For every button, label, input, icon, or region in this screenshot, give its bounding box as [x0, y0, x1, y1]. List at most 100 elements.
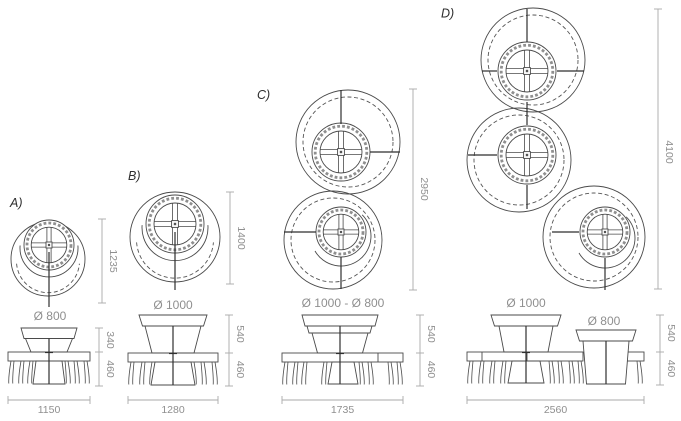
bench-outline-circle: [295, 89, 401, 195]
front-view-d: 540 460 2560: [466, 314, 677, 416]
bench-leg: [548, 360, 555, 384]
bench-outline-circle: [480, 7, 586, 113]
diameter-label: Ø 800: [34, 309, 67, 323]
overall-width-value: 1280: [161, 404, 185, 416]
small-pot-rim: [575, 329, 637, 342]
plan-length-value: 4100: [663, 140, 675, 164]
bench-leg: [282, 361, 289, 385]
variant-label: A): [9, 196, 23, 210]
variant-label: D): [441, 7, 454, 21]
bench-edge-dashed: [473, 114, 565, 206]
planter-top-view: [578, 205, 632, 259]
variant-a: A) 1235 Ø 800: [7, 196, 119, 416]
variant-label: B): [128, 169, 141, 183]
bench-height-value: 460: [104, 360, 116, 378]
plan-view-d: 4100 Ø 1000 Ø 800: [466, 7, 675, 328]
plan-view-c: 2950 Ø 1000 - Ø 800: [283, 88, 430, 310]
front-view-c: 540 460 1735: [281, 314, 437, 416]
bench-leg: [478, 360, 485, 384]
bench-outline-circle: [466, 107, 572, 213]
bench-leg: [27, 360, 34, 384]
pot-rim: [20, 327, 78, 339]
bench-height-value: 460: [425, 361, 437, 379]
pot-height-value: 540: [665, 324, 677, 342]
bench-leg: [387, 361, 394, 385]
bench-leg: [636, 360, 643, 384]
bench-leg: [139, 361, 146, 385]
plan-length-dimension: 1400: [226, 191, 247, 285]
variant-label: C): [257, 88, 270, 102]
height-dimension: 540 460: [656, 314, 677, 386]
bench-leg: [83, 360, 90, 384]
bench-leg: [8, 360, 15, 384]
plan-view-b: 1400 Ø 1000: [129, 191, 247, 312]
width-dimension: 1735: [281, 396, 404, 416]
bench-leg: [292, 361, 299, 385]
bench-leg: [367, 361, 374, 385]
plan-view-a: 1235 Ø 800: [10, 218, 119, 323]
diameter-label: Ø 1000: [153, 298, 193, 312]
bench-edge-dashed: [290, 197, 376, 283]
bench-edge-dashed-arc: [16, 263, 80, 294]
bench-height-value: 460: [234, 361, 246, 379]
bench-edge-dashed: [302, 96, 394, 188]
pot-rim: [301, 314, 379, 327]
bench-leg: [396, 361, 403, 385]
bench-leg: [211, 361, 218, 385]
bench-leg: [489, 360, 496, 384]
bench-leg: [467, 360, 474, 384]
overall-width-value: 1150: [38, 404, 61, 416]
plan-length-value: 1235: [107, 249, 119, 273]
planter-top-view: [310, 121, 372, 183]
bench-leg: [568, 360, 575, 384]
bench-leg: [73, 360, 80, 384]
overall-width-value: 2560: [544, 404, 568, 416]
bench-leg: [358, 361, 365, 385]
plan-length-value: 1400: [235, 226, 247, 250]
variant-c: C) 2950 Ø 1000 - Ø 800: [257, 88, 437, 416]
bench-edge-dashed: [487, 14, 579, 106]
width-dimension: 1150: [7, 396, 91, 416]
bench-height-value: 460: [665, 360, 677, 378]
bench-leg: [200, 361, 207, 385]
bench-leg: [18, 360, 25, 384]
bench-leg: [301, 361, 308, 385]
bench-leg: [557, 360, 564, 384]
seat-crescent-arc: [578, 216, 636, 269]
height-dimension: 540 460: [225, 314, 246, 387]
variant-d: D) 4100 Ø 100: [441, 7, 677, 417]
width-dimension: 2560: [466, 396, 645, 416]
bench-outline-circle: [542, 185, 646, 289]
height-dimension: 340 460: [95, 327, 116, 387]
planter-top-view: [496, 40, 558, 102]
seat-crescent-arc: [314, 214, 372, 267]
bench-leg: [500, 360, 507, 384]
pot-rim: [138, 314, 208, 327]
bench-leg: [321, 361, 328, 385]
overall-width-value: 1735: [331, 404, 355, 416]
pot-height-value: 540: [425, 325, 437, 343]
pot-rim: [490, 314, 562, 327]
planter-top-view: [314, 205, 368, 259]
bench-platform: [466, 351, 584, 362]
plan-length-value: 2950: [418, 177, 430, 201]
bench-edge-dashed: [549, 192, 639, 282]
pot-height-value: 540: [234, 325, 246, 343]
front-view-a: 340 460 1150: [7, 327, 116, 416]
bench-leg: [64, 360, 71, 384]
diameter-label: Ø 1000 - Ø 800: [302, 296, 385, 310]
pot-below-bench: [327, 361, 359, 385]
width-dimension: 1280: [127, 396, 219, 416]
diameter-label-large: Ø 1000: [506, 296, 546, 310]
bench-leg: [128, 361, 135, 385]
diameter-label-small: Ø 800: [588, 314, 621, 328]
planter-top-view: [496, 124, 558, 186]
pot-height-value: 340: [104, 331, 116, 349]
bench-outline-circle: [283, 190, 383, 290]
plan-length-dimension: 1235: [98, 218, 119, 304]
plan-length-dimension: 2950: [409, 88, 430, 291]
front-view-b: 540 460 1280: [127, 314, 246, 416]
bench-leg: [577, 360, 584, 384]
